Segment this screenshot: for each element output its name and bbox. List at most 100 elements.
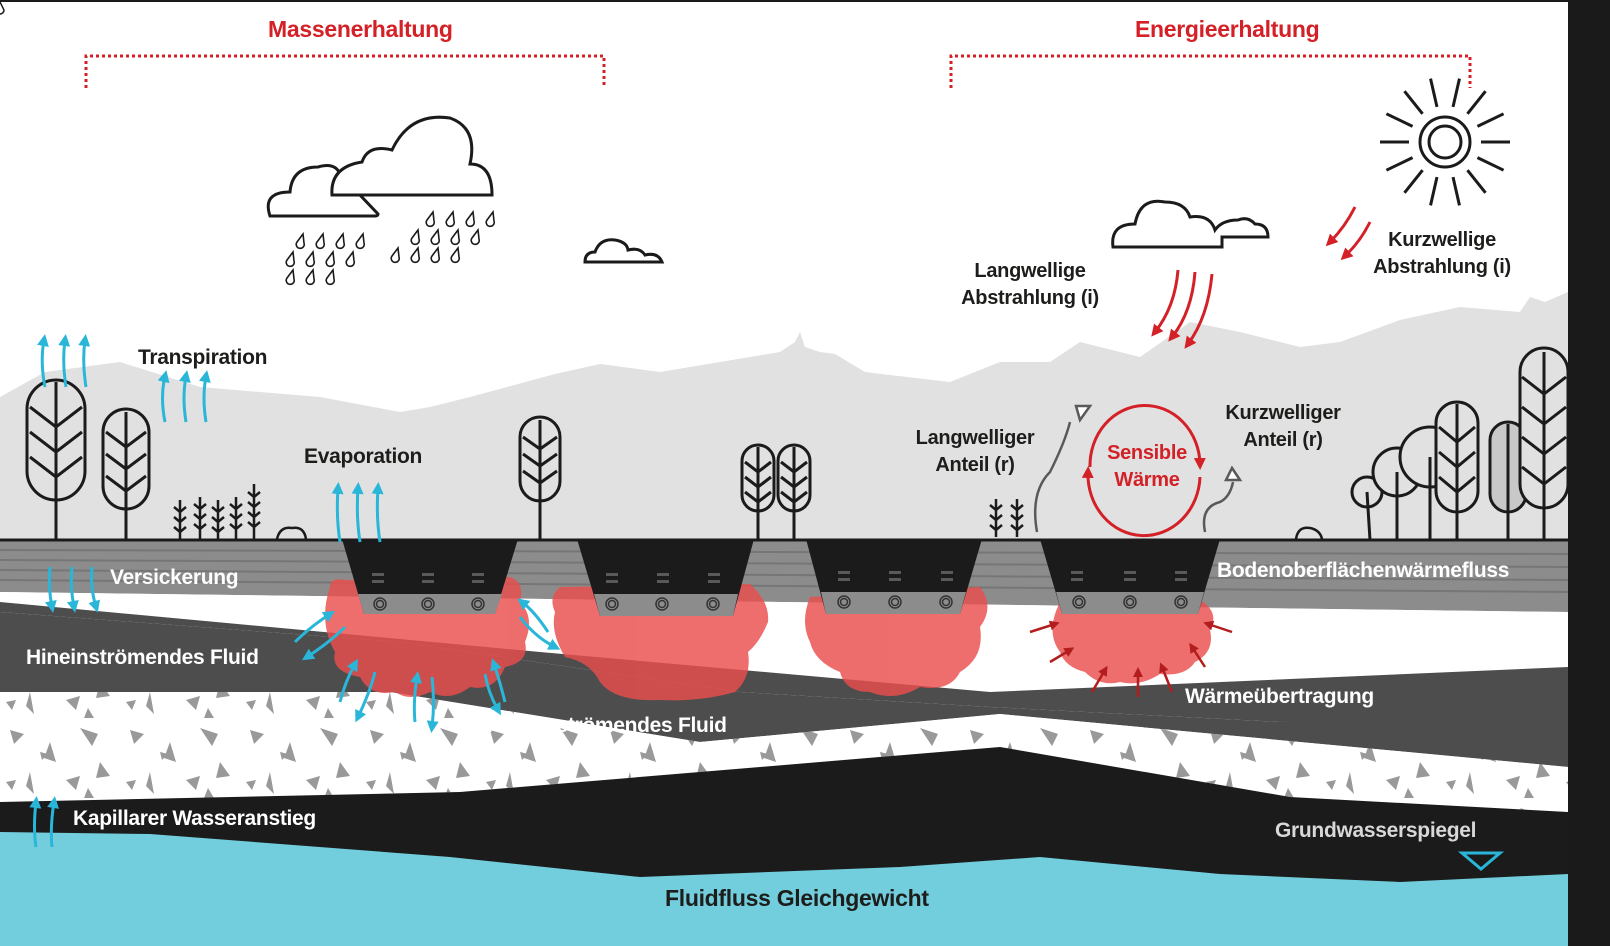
raindrop-icon	[295, 231, 306, 250]
heat-transfer-arrows	[1029, 620, 1233, 697]
energy-conservation-title: Energieerhaltung	[1135, 16, 1320, 42]
tree-3	[518, 415, 562, 540]
sun-ray	[1466, 90, 1487, 115]
evaporation-arrows	[331, 482, 384, 543]
raindrop-icons	[0, 2, 5, 15]
shortwave-incoming-line2: Abstrahlung (i)	[1373, 256, 1511, 278]
raindrop-icon	[390, 245, 401, 264]
fluid-flow-arrows	[293, 598, 561, 733]
trench-4	[1040, 539, 1220, 614]
shortwave-reflected-label: Kurzwelliger Anteil (r)	[1203, 400, 1363, 454]
diagram-canvas: Massenerhaltung Energieerhaltung Transpi…	[0, 2, 1568, 946]
heat-zone-4	[1052, 600, 1214, 684]
mountain-silhouette	[0, 292, 1568, 542]
raindrop-icon	[305, 267, 316, 286]
shortwave-incoming-label: Kurzwellige Abstrahlung (i)	[1352, 227, 1532, 281]
sun-ray	[1385, 112, 1414, 128]
raindrop-icon	[345, 249, 356, 268]
tree-6	[1434, 400, 1480, 540]
raindrop-icon	[425, 209, 436, 228]
heat-zone-3	[805, 587, 988, 696]
gravel-layer	[0, 692, 1568, 812]
raindrop-icon	[335, 231, 346, 250]
groundwater-body	[0, 832, 1568, 946]
longwave-reflected-line2: Anteil (r)	[935, 454, 1015, 476]
longwave-incoming-label: Langwellige Abstrahlung (i)	[940, 258, 1120, 312]
infiltration-label: Versickerung	[110, 566, 239, 589]
groundwater-table-icon	[1457, 851, 1505, 871]
capillary-rise-label: Kapillarer Wasseranstieg	[73, 807, 316, 830]
raindrop-icon	[325, 249, 336, 268]
small-cloud-icon	[583, 238, 665, 264]
sensible-heat-line1: Sensible	[1107, 442, 1187, 464]
sensible-heat-line2: Wärme	[1114, 469, 1180, 491]
raindrop-icon	[410, 245, 421, 264]
raindrop-icon	[445, 209, 456, 228]
landscape-scene	[0, 2, 1568, 946]
longwave-reflected-line1: Langwelliger	[915, 427, 1035, 449]
sun-ray	[1466, 169, 1487, 194]
raindrop-icon	[410, 227, 421, 246]
sensible-heat-label: Sensible Wärme	[1097, 440, 1197, 494]
tree-2	[101, 407, 151, 540]
reflected-arrows	[1033, 404, 1243, 533]
energy-cloud-icon	[1111, 199, 1270, 249]
sun-ray	[1403, 90, 1424, 115]
mass-conservation-title: Massenerhaltung	[268, 16, 453, 42]
transpiration-arrows	[37, 334, 211, 423]
raindrop-icon	[315, 231, 326, 250]
longwave-reflected-label: Langwelliger Anteil (r)	[895, 425, 1055, 479]
shortwave-incoming-line1: Kurzwellige	[1388, 229, 1496, 251]
shortwave-reflected-line1: Kurzwelliger	[1225, 402, 1341, 424]
inflowing-fluid-label: Hineinströmendes Fluid	[26, 646, 259, 669]
sun-ray	[1429, 176, 1439, 206]
raindrop-icon	[485, 209, 496, 228]
evaporation-label: Evaporation	[304, 445, 423, 468]
topsoil-stripes	[0, 549, 1568, 593]
tree-4	[740, 443, 776, 540]
shrub-icons	[173, 484, 1324, 540]
tree-icons	[25, 346, 1568, 541]
sun-icon	[1380, 78, 1510, 206]
rain-cloud-icon	[266, 115, 494, 218]
heat-transfer-label: Wärmeübertragung	[1185, 685, 1374, 708]
raindrop-icon	[470, 227, 481, 246]
tree-5	[776, 443, 812, 540]
infiltration-arrows	[44, 566, 101, 613]
raindrop-icon	[305, 249, 316, 268]
sun-ray	[1385, 156, 1414, 172]
raindrop-icon	[355, 231, 366, 250]
transpiration-label: Transpiration	[138, 346, 268, 369]
raindrop-icon	[430, 245, 441, 264]
tree-7	[1488, 420, 1528, 540]
bracket-mass	[84, 54, 606, 88]
sun-ray	[1451, 176, 1461, 206]
trench-2	[577, 539, 754, 616]
raindrop-icon	[450, 245, 461, 264]
fluid-equilibrium-label: Fluidfluss Gleichgewicht	[665, 885, 929, 911]
trenches	[342, 539, 1220, 616]
sun-ray	[1476, 156, 1505, 172]
ground-heat-flux-label: Bodenoberflächenwärmefluss	[1217, 559, 1510, 582]
raindrop-icon	[465, 209, 476, 228]
shortwave-arrows	[1325, 206, 1372, 261]
trench-3	[806, 539, 982, 614]
raindrop-icon	[450, 227, 461, 246]
raindrop-icon	[325, 267, 336, 286]
sun-ray	[1476, 112, 1505, 128]
bracket-energy	[949, 54, 1472, 88]
trench-1	[342, 539, 518, 614]
outflowing-fluid-label: Herausströmendes Fluid	[487, 714, 727, 737]
longwave-incoming-line1: Langwellige	[974, 260, 1086, 282]
raindrop-icon	[285, 249, 296, 268]
sensible-heat-cycle	[1081, 404, 1206, 538]
tree-1	[25, 378, 87, 540]
raindrop-icon	[430, 227, 441, 246]
longwave-incoming-line2: Abstrahlung (i)	[961, 287, 1099, 309]
longwave-arrows	[1151, 269, 1214, 349]
tree-8	[1518, 346, 1568, 540]
sun-ray	[1403, 169, 1424, 194]
shortwave-reflected-line2: Anteil (r)	[1243, 429, 1323, 451]
groundwater-table-label: Grundwasserspiegel	[1275, 819, 1477, 842]
capillary-arrows	[29, 796, 59, 848]
